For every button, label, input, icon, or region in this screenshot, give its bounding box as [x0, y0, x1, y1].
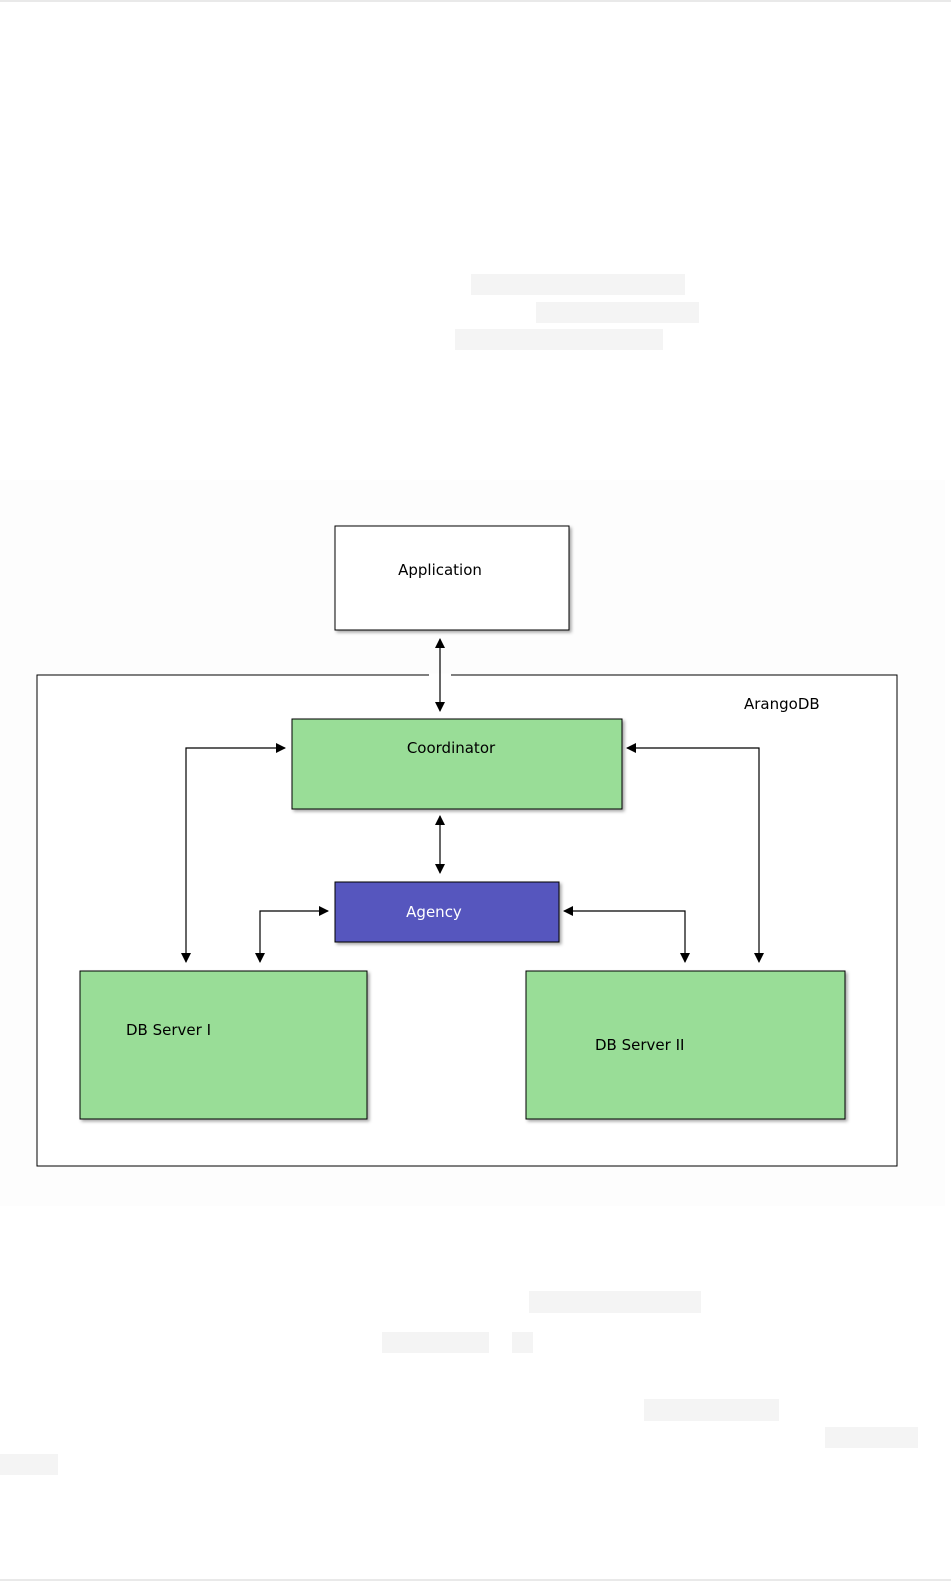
redacted-text-block	[536, 302, 699, 323]
application-label: Application	[398, 561, 482, 579]
arrow-agency-dbserver2	[563, 906, 690, 963]
redacted-text-block	[529, 1291, 701, 1313]
redacted-text-block	[471, 274, 685, 295]
redacted-text-block	[825, 1427, 918, 1448]
db-server-1-box	[79, 970, 368, 1120]
redacted-text-block	[0, 1454, 58, 1475]
redacted-text-block	[382, 1332, 489, 1353]
bottom-rule	[0, 1579, 951, 1581]
redacted-text-block	[512, 1332, 533, 1353]
agency-label: Agency	[406, 903, 462, 921]
coordinator-label: Coordinator	[407, 739, 496, 757]
db-server-1-label: DB Server I	[126, 1021, 211, 1039]
arrow-coordinator-dbserver2	[626, 743, 764, 963]
architecture-diagram: ArangoDB Application Coordinator Agency …	[36, 525, 898, 1167]
arangodb-label: ArangoDB	[744, 695, 820, 713]
coordinator-box	[291, 718, 623, 810]
db-server-2-label: DB Server II	[595, 1036, 684, 1054]
diagram-panel: ArangoDB Application Coordinator Agency …	[0, 480, 945, 1206]
application-box	[334, 525, 570, 631]
agency-box	[334, 881, 560, 943]
arrow-agency-dbserver1	[255, 906, 329, 963]
redacted-text-block	[455, 329, 663, 350]
arrow-coordinator-dbserver1	[181, 743, 286, 963]
top-rule	[0, 0, 951, 2]
redacted-text-block	[644, 1399, 779, 1421]
db-server-2-box	[525, 970, 846, 1120]
